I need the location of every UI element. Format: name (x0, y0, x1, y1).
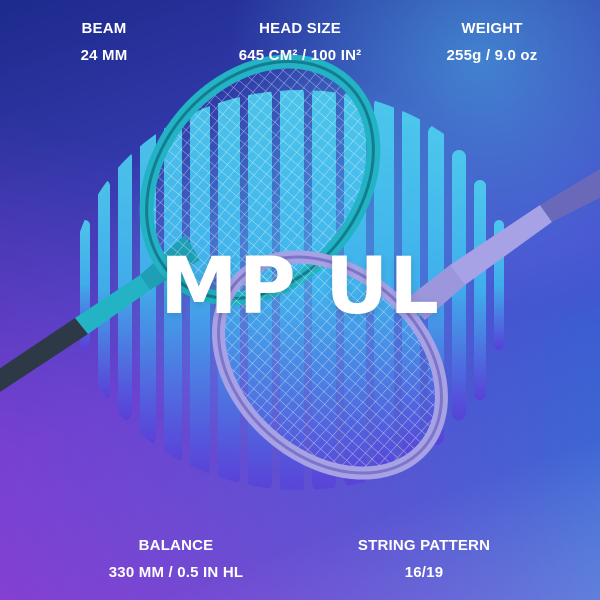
spec-head-size-value: 645 CM² / 100 IN² (238, 47, 362, 64)
racket-lilac-icon (212, 169, 600, 480)
spec-weight-label: WEIGHT (461, 20, 523, 37)
spec-balance: BALANCE 330 MM / 0.5 IN HL (76, 537, 276, 581)
spec-head-size: HEAD SIZE 645 CM² / 100 IN² (200, 20, 400, 64)
racket-teal-icon (0, 54, 381, 392)
spec-weight: WEIGHT 255g / 9.0 oz (392, 20, 592, 64)
spec-beam-value: 24 MM (80, 47, 128, 64)
spec-beam-label: BEAM (81, 20, 127, 37)
spec-string-pattern: STRING PATTERN 16/19 (324, 537, 524, 581)
spec-head-size-label: HEAD SIZE (259, 20, 341, 37)
model-title: MP UL (160, 242, 440, 332)
spec-string-pattern-value: 16/19 (404, 564, 444, 581)
spec-weight-value: 255g / 9.0 oz (446, 47, 538, 64)
spec-balance-label: BALANCE (138, 537, 214, 554)
spec-balance-value: 330 MM / 0.5 IN HL (108, 564, 244, 581)
spec-beam: BEAM 24 MM (4, 20, 204, 64)
spec-string-pattern-label: STRING PATTERN (357, 537, 491, 554)
